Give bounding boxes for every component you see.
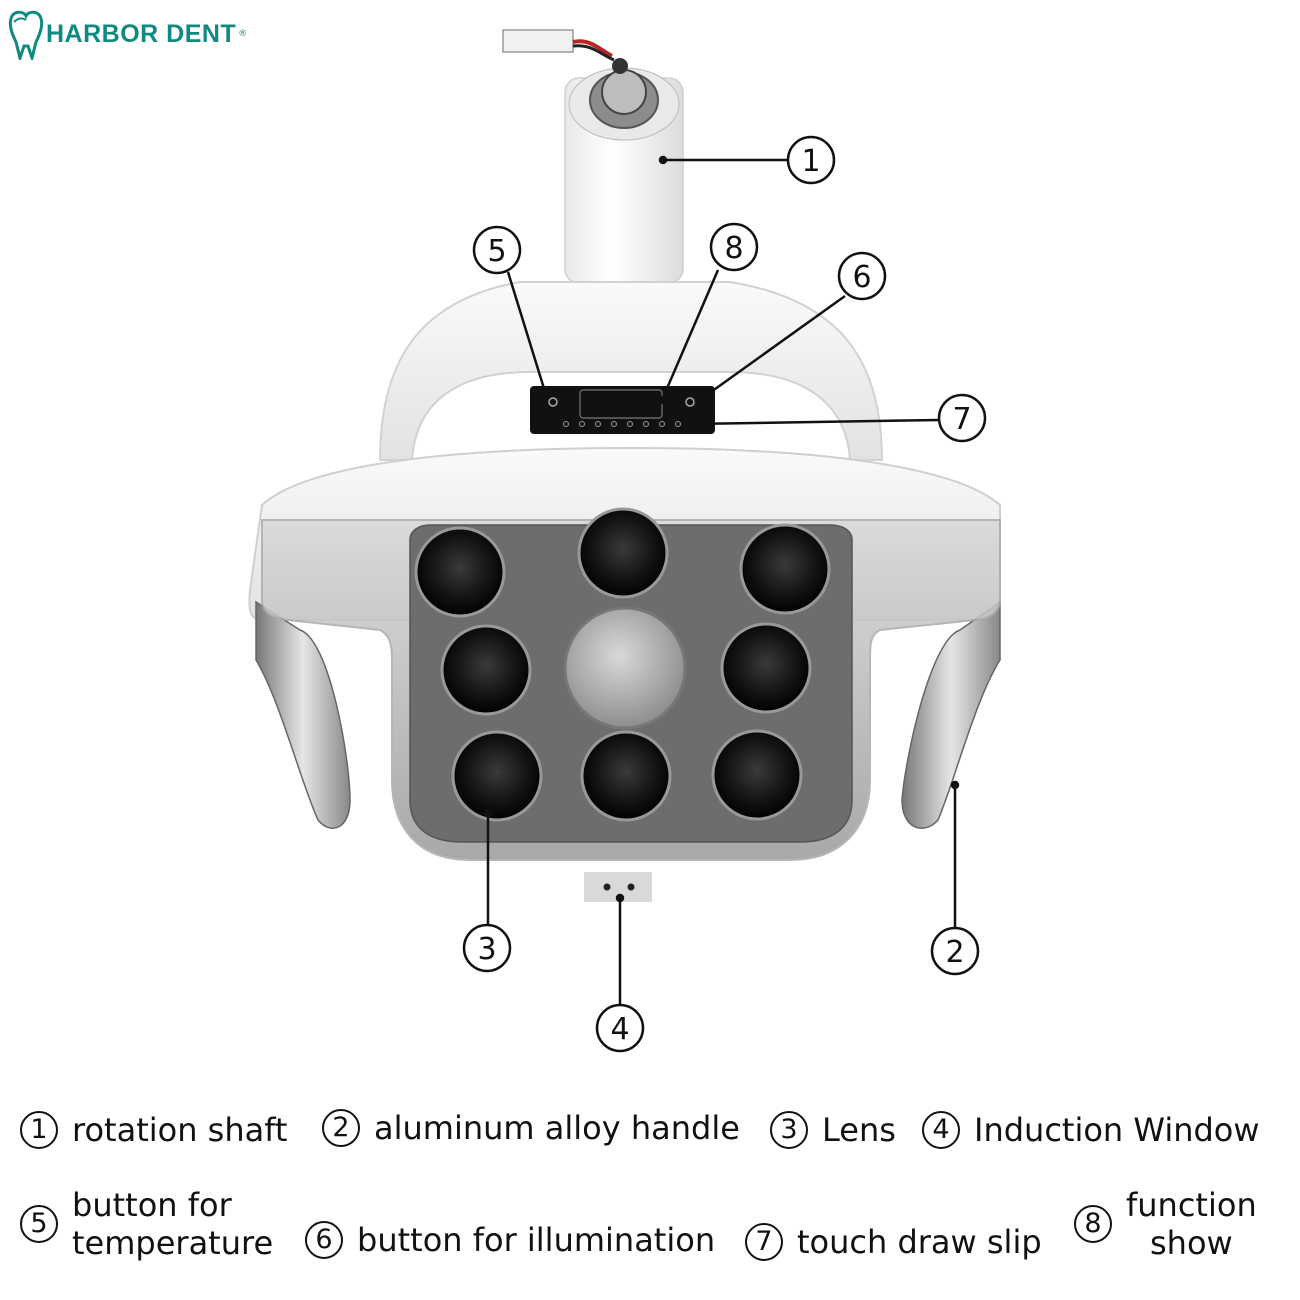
legend-label: button for illumination — [357, 1221, 716, 1259]
legend-item-6: 6 button for illumination — [305, 1220, 715, 1260]
leader-lines — [483, 155, 960, 1005]
lens — [440, 624, 532, 716]
legend-item-1: 1 rotation shaft — [20, 1110, 287, 1150]
svg-text:1: 1 — [801, 144, 820, 179]
legend-label: aluminum alloy handle — [374, 1109, 740, 1147]
callout-3: 3 — [462, 923, 512, 973]
legend-label: button for temperature — [72, 1186, 273, 1262]
legend-number: 8 — [1074, 1205, 1112, 1243]
brand-name: HARBOR DENT — [46, 19, 237, 48]
rotation-shaft — [502, 29, 684, 284]
tooth-logo-icon — [8, 10, 44, 60]
svg-text:3: 3 — [477, 932, 496, 967]
legend-item-5: 5 button for temperature — [20, 1186, 273, 1262]
lens — [711, 729, 803, 821]
callout-7: 7 — [937, 393, 987, 443]
legend-item-8: 8 function show — [1074, 1186, 1257, 1262]
brand-logo: HARBOR DENT ® — [6, 8, 247, 60]
right-handle — [901, 600, 1001, 829]
control-panel — [530, 386, 715, 434]
lens — [580, 730, 672, 822]
callout-5: 5 — [472, 225, 522, 275]
legend-label-line2: temperature — [72, 1224, 274, 1262]
legend-number: 6 — [305, 1221, 343, 1259]
legend-label: rotation shaft — [72, 1111, 288, 1149]
callout-1: 1 — [786, 135, 836, 185]
legend-item-7: 7 touch draw slip — [745, 1222, 1042, 1262]
lens — [739, 523, 831, 615]
legend-item-2: 2 aluminum alloy handle — [322, 1108, 740, 1148]
legend-item-3: 3 Lens — [770, 1110, 896, 1150]
slider-dots — [563, 421, 681, 427]
legend-label: function show — [1126, 1186, 1257, 1262]
lens — [414, 526, 506, 618]
legend-label-line2: show — [1150, 1224, 1233, 1262]
legend-number: 5 — [20, 1205, 58, 1243]
callout-4: 4 — [595, 1003, 645, 1053]
legend-number: 7 — [745, 1223, 783, 1261]
legend-number: 4 — [922, 1111, 960, 1149]
legend-item-4: 4 Induction Window — [922, 1110, 1260, 1150]
svg-text:7: 7 — [952, 402, 971, 437]
lens — [720, 622, 812, 714]
legend-label: Induction Window — [974, 1111, 1260, 1149]
dental-lamp-diagram: 1 2 3 4 5 6 7 8 — [248, 29, 1001, 1053]
legend-label: Lens — [822, 1111, 896, 1149]
lamp-arch — [378, 281, 884, 461]
legend-label-line1: function — [1126, 1186, 1257, 1224]
svg-text:8: 8 — [724, 231, 743, 266]
svg-text:6: 6 — [852, 260, 871, 295]
legend-label-line1: button for — [72, 1186, 232, 1224]
lens-array — [414, 507, 831, 822]
svg-text:4: 4 — [610, 1012, 629, 1047]
callout-8: 8 — [709, 222, 759, 272]
lens — [451, 730, 543, 822]
legend-number: 3 — [770, 1111, 808, 1149]
legend-number: 1 — [20, 1111, 58, 1149]
svg-text:2: 2 — [945, 935, 964, 970]
svg-text:5: 5 — [487, 234, 506, 269]
legend-label: touch draw slip — [797, 1223, 1042, 1261]
left-handle — [255, 600, 351, 829]
callout-2: 2 — [930, 926, 980, 976]
center-sensor — [563, 606, 687, 730]
brand-registered-mark: ® — [238, 29, 248, 39]
legend-number: 2 — [322, 1109, 360, 1147]
callout-6: 6 — [837, 251, 887, 301]
lens — [577, 507, 669, 599]
